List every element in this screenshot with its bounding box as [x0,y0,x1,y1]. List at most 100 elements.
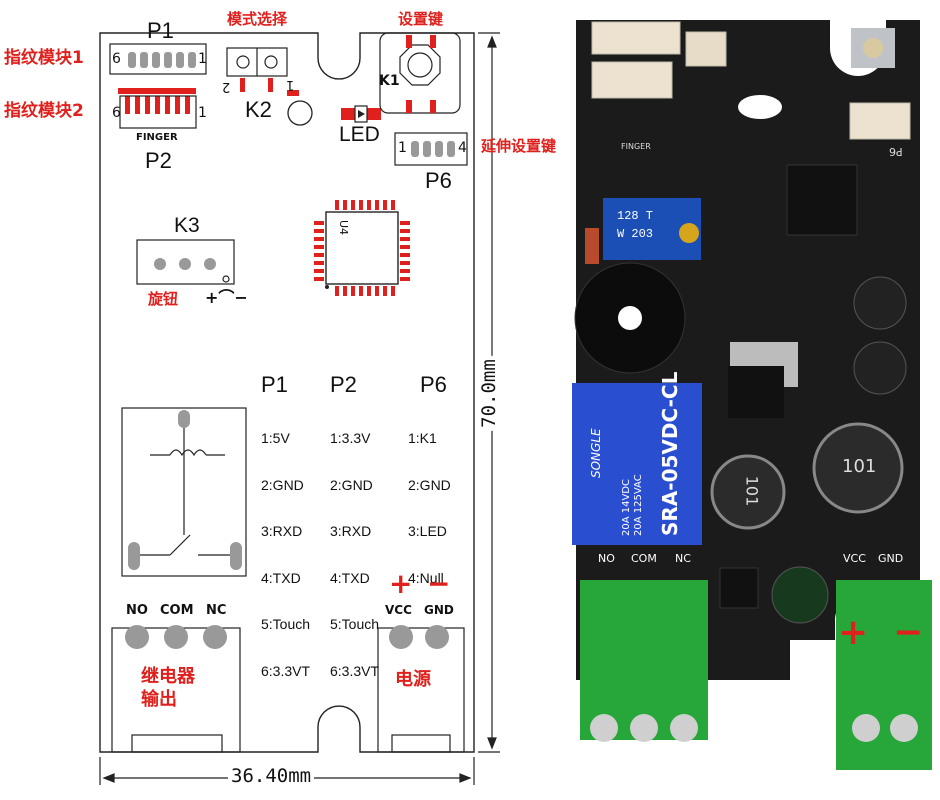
pin-entry: 6:3.3VT [330,662,380,679]
u4-pad [314,237,324,241]
photo-diode [585,228,599,264]
u4-pad [375,286,379,296]
pin-entry: 3:RXD [330,523,372,539]
board-outline [99,32,475,753]
pcb-photo [572,20,932,770]
relay-coil-outline [121,407,247,577]
photo-capacitor-1 [853,276,907,330]
pin-entry: 5:Touch [261,616,311,632]
p1-label: P1 [147,18,174,43]
u4-pad [314,229,324,233]
u4-pad [343,286,347,296]
photo-slot-hole [738,95,782,119]
u4-pad [367,286,371,296]
pin-table-header: P2 [330,372,357,397]
k2-pin-right: 1 [286,77,295,92]
u4-pad [314,245,324,249]
u4-pad [359,286,363,296]
k2-annotation: 模式选择 [227,10,288,28]
u4-chip [314,200,410,296]
u4-pad [314,269,324,273]
photo-inductor-marking-2: 101 [842,456,877,477]
u4-pad [400,237,410,241]
p1-pin-left: 6 [112,51,121,67]
p1-connector-body [109,43,207,75]
photo-terminal-gnd: GND [878,552,904,565]
photo-elec-capacitor [771,566,829,624]
u4-pad [400,269,410,273]
p2-connector-pads [118,88,196,114]
u4-pad [400,277,410,281]
p2-pin-right: 1 [198,105,207,121]
photo-ic-small [719,567,759,609]
u4-pad [351,286,355,296]
power-annotation: 电源 [395,669,431,690]
u4-pad [400,245,410,249]
pin-table-header: P1 [261,372,288,397]
photo-silk-p6: P6 [889,145,903,158]
u4-pad [391,200,395,210]
pin-table-p2: P2 1:3.3V 2:GND 3:RXD 4:TXD 5:Touch 6:3.… [330,343,379,695]
p2-pin-left: 6 [112,105,121,121]
u4-pad [335,286,339,296]
photo-relay [572,383,702,545]
photo-connector-small [685,31,727,67]
u4-pad [335,200,339,210]
photo-trimmer-marking-1: 128 T [617,209,654,223]
pin-entry: 4:Null [408,569,444,586]
photo-terminal-nc: NC [675,552,691,565]
relay-output-annotation-1: 继电器 [141,666,195,687]
photo-connector-p6 [849,102,911,140]
k1-label: K1 [379,73,400,89]
k3-label: K3 [174,214,200,237]
power-terminal-block [377,625,465,753]
photo-relay-model: SRA-05VDC-CL [658,371,682,536]
photo-inductor-1 [710,454,786,530]
u4-label: U4 [337,219,351,236]
pin-entry: 3:LED [408,523,447,539]
u4-pad [314,221,324,225]
power-plus-sign: + [389,567,413,600]
p2-connector-body [119,95,197,129]
p2-annotation: 指纹模块2 [4,101,84,121]
photo-plus-sign: + [838,612,869,653]
p2-silk-finger: FINGER [136,132,178,143]
photo-terminal-vcc: VCC [843,552,866,565]
u4-pad [343,200,347,210]
u4-pad [400,229,410,233]
pin-entry: 1:3.3V [330,430,371,446]
pin-entry: 2:GND [330,476,373,493]
u4-pad [314,277,324,281]
u4-pad [383,286,387,296]
pin-entry: 5:Touch [330,616,380,632]
u4-pad [314,261,324,265]
pin-entry: 2:GND [408,476,451,493]
pin-table-p6: P6 1:K1 2:GND 3:LED 4:Null [408,343,451,602]
u4-pad [367,200,371,210]
pin-entry: 1:5V [261,430,290,446]
pin-entry: 3:RXD [261,523,303,539]
p6-annotation: 延伸设置键 [481,137,557,155]
k1-button [379,32,461,114]
p1-pins [128,52,196,68]
relay-terminal-block [111,625,241,753]
relay-output-annotation-2: 输出 [141,689,177,710]
p6-label: P6 [425,168,452,193]
pin-table-header: P6 [420,372,447,397]
k3-symbol: +⌒− [205,288,248,307]
u4-pad [400,253,410,257]
photo-minus-sign: − [893,612,924,653]
u4-pad [314,253,324,257]
photo-trimmer-marking-2: W 203 [617,227,654,241]
photo-relay-terminal [580,580,708,740]
relay-terminal-no: NO [126,603,148,618]
photo-terminal-no: NO [598,552,615,565]
k3-annotation: 旋钮 [148,290,179,308]
pin-entry: 4:TXD [261,569,301,586]
power-terminal-vcc: VCC [385,603,412,617]
p6-pin-left: 1 [398,140,407,156]
p6-pin-right: 4 [458,140,467,156]
p6-pins [411,141,455,157]
relay-terminal-com: COM [160,603,194,618]
